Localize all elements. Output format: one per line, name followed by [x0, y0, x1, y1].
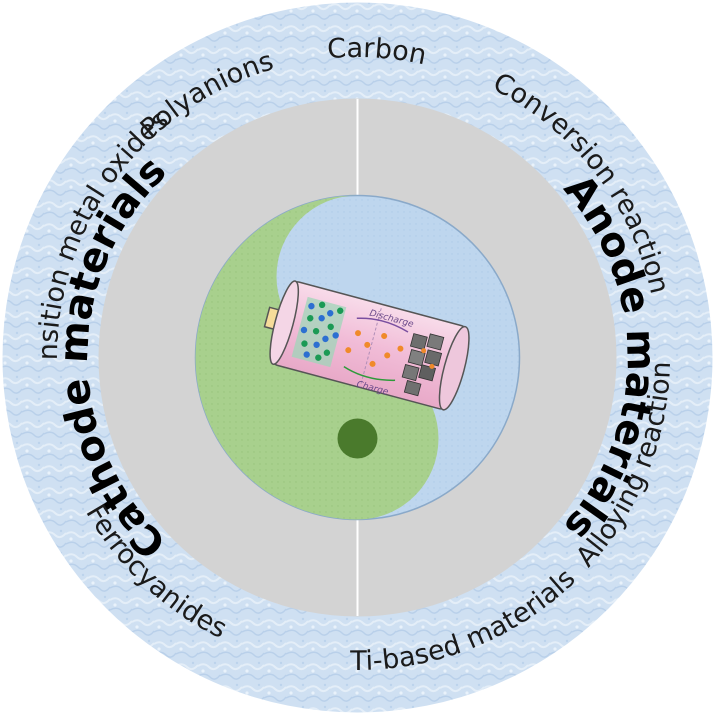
anode-blocks — [401, 333, 445, 397]
discharge-arrow — [356, 317, 409, 333]
charge-arrow — [343, 365, 396, 382]
yin-yang-dot-dark — [337, 418, 378, 459]
battery-cap-right — [438, 325, 470, 411]
battery-cap-left — [269, 280, 300, 365]
ions — [345, 330, 404, 367]
yin-yang-dot-light — [337, 256, 378, 297]
battery-illustration: Discharge Charge — [263, 280, 470, 411]
separator-line — [360, 308, 382, 384]
cathode-crystals — [291, 296, 347, 368]
